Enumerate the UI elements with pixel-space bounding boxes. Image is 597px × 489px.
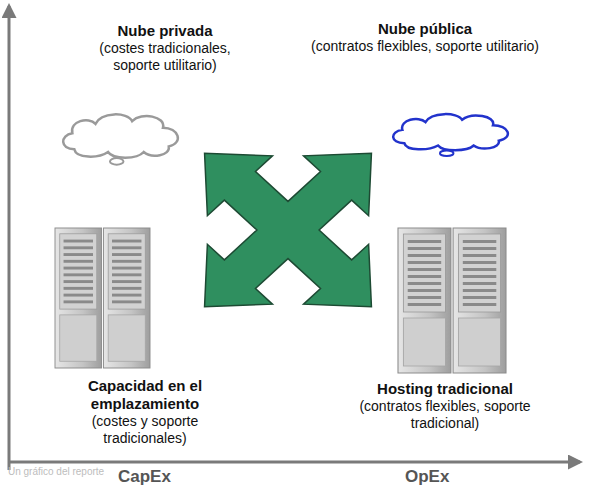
node-caption: Hosting tradicional(contratos flexibles,…: [330, 380, 560, 432]
node-heading: Hosting tradicional: [330, 380, 560, 398]
server-node: Capacidad en el emplazamiento(costes y s…: [40, 225, 250, 450]
cloud-outline: [63, 114, 178, 157]
server-cabinet: [453, 228, 506, 373]
node-caption: Capacidad en el emplazamiento(costes y s…: [60, 377, 230, 447]
cloud-shape: [385, 108, 520, 158]
four-way-arrow: [205, 153, 372, 307]
node-caption: Nube privada(costes tradicionales, sopor…: [75, 22, 255, 74]
cloud-tail: [440, 151, 454, 156]
node-description: (contratos flexibles, soporte utilitario…: [290, 38, 560, 55]
cloud-outline: [393, 114, 508, 150]
cloud-shape: [55, 107, 190, 167]
server-rack: [55, 228, 150, 368]
node-heading: Nube privada: [75, 22, 255, 40]
node-heading: Nube pública: [290, 20, 560, 38]
node-description: (contratos flexibles, soporte tradiciona…: [330, 398, 560, 432]
cloud-node: Nube privada(costes tradicionales, sopor…: [40, 22, 290, 172]
cloud-node: Nube pública(contratos flexibles, soport…: [290, 20, 560, 160]
vertical-axis: [8, 6, 11, 470]
axis-label: CapEx: [118, 467, 171, 487]
node-description: (costes y soporte tradicionales): [60, 413, 230, 447]
server-cabinet: [55, 228, 102, 368]
server-cabinet: [103, 228, 150, 368]
server-cabinet: [398, 228, 451, 373]
server-node: Hosting tradicional(contratos flexibles,…: [330, 225, 560, 450]
watermark: Un gráfico del reporte: [8, 466, 104, 477]
arrow-shape: [205, 153, 372, 307]
server-rack: [398, 228, 506, 373]
axis-label: OpEx: [405, 467, 449, 487]
node-caption: Nube pública(contratos flexibles, soport…: [290, 20, 560, 55]
node-heading: Capacidad en el emplazamiento: [60, 377, 230, 413]
horizontal-axis: [8, 461, 580, 464]
cloud-tail: [110, 158, 124, 165]
node-description: (costes tradicionales, soporte utilitari…: [75, 40, 255, 74]
